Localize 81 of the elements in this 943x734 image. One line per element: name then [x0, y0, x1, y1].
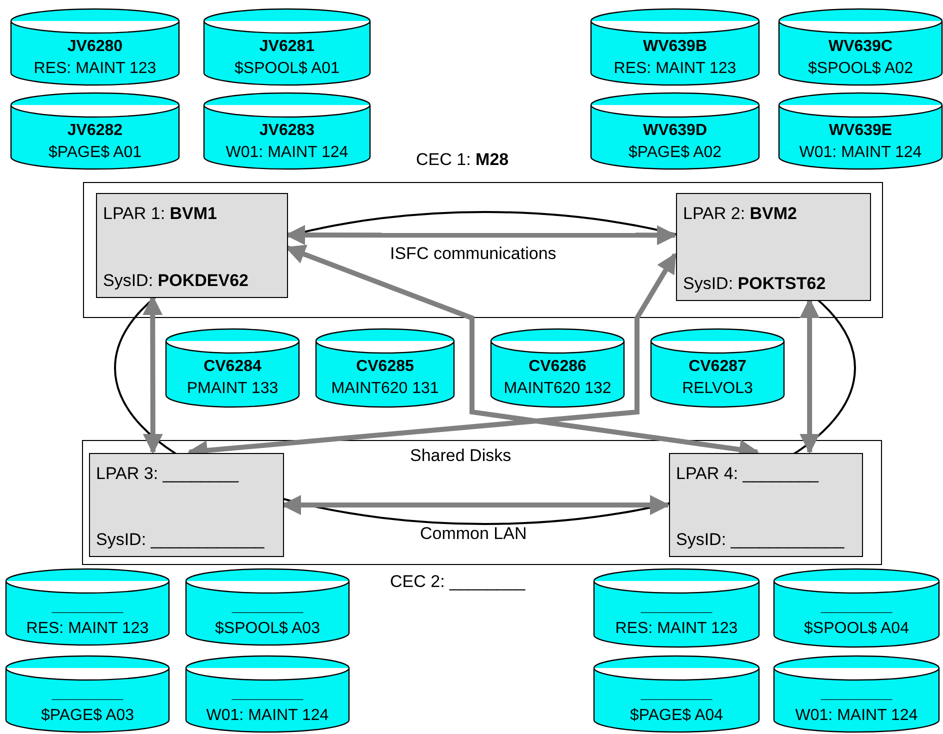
arrow: [285, 225, 677, 246]
volume-label: $PAGE$ A02: [628, 143, 722, 163]
partition-box: [96, 193, 288, 298]
disk-cylinder: [590, 8, 760, 86]
volume-id: WV639D: [642, 121, 708, 141]
volume-id: JV6283: [259, 121, 315, 141]
partition-box: [669, 453, 863, 557]
disk-cylinder: [778, 8, 943, 86]
volume-id: WV639E: [828, 121, 892, 141]
volume-label: W01: MAINT 124: [226, 143, 348, 163]
volume-label: $PAGE$ A01: [48, 143, 142, 163]
volume-id: ________: [52, 597, 124, 617]
volume-label: RES: MAINT 123: [34, 59, 156, 79]
volume-label: RELVOL3: [682, 379, 753, 399]
disk-cylinder: [778, 92, 943, 170]
edge-label: ISFC communications: [390, 244, 556, 264]
volume-id: CV6287: [688, 357, 746, 377]
volume-id: ________: [232, 684, 304, 704]
volume-id: ________: [640, 597, 712, 617]
volume-id: WV639C: [828, 37, 893, 57]
arrow: [800, 298, 820, 454]
disk-cylinder: [203, 8, 371, 86]
system-id: SysID: ____________: [676, 530, 844, 550]
disk-cylinder: [773, 655, 940, 733]
disk-cylinder: [10, 92, 180, 170]
volume-id: CV6285: [356, 357, 414, 377]
partition-name: LPAR 3: ________: [96, 464, 238, 484]
disk-cylinder: [650, 328, 785, 408]
volume-label: $PAGE$ A04: [630, 706, 724, 726]
partition-box: [676, 193, 871, 301]
arrow: [142, 295, 163, 454]
frame-heading: CEC 1: M28: [416, 150, 509, 170]
volume-label: W01: MAINT 124: [795, 706, 918, 726]
volume-label: $PAGE$ A03: [40, 706, 134, 726]
volume-id: ________: [640, 684, 712, 704]
volume-label: PMAINT 133: [186, 379, 278, 399]
volume-label: RES: MAINT 123: [26, 619, 149, 639]
volume-label: $SPOOL$ A04: [804, 619, 909, 639]
disk-cylinder: [10, 8, 180, 86]
volume-id: CV6284: [204, 357, 262, 377]
partition-name: LPAR 1: BVM1: [103, 204, 218, 224]
volume-label: MAINT620 131: [331, 379, 439, 399]
system-id: SysID: POKTST62: [683, 274, 826, 294]
volume-id: JV6281: [259, 37, 315, 57]
disk-cylinder: [5, 655, 170, 733]
volume-label: MAINT620 132: [504, 379, 612, 399]
disk-cylinder: [773, 568, 940, 648]
disk-cylinder: [593, 568, 760, 648]
disk-cylinder: [165, 328, 300, 408]
volume-label: $SPOOL$ A01: [234, 59, 340, 79]
volume-id: WV639B: [642, 37, 708, 57]
partition-box: [89, 453, 284, 557]
disk-cylinder: [5, 568, 170, 646]
volume-label: $SPOOL$ A03: [215, 619, 320, 639]
volume-id: ________: [820, 597, 892, 617]
volume-label: W01: MAINT 124: [799, 143, 922, 163]
disk-cylinder: [185, 568, 350, 646]
system-id: SysID: POKDEV62: [103, 271, 248, 291]
volume-label: W01: MAINT 124: [206, 706, 329, 726]
arrow: [281, 495, 670, 516]
system-id: SysID: ____________: [96, 530, 264, 550]
disk-cylinder: [590, 92, 760, 170]
volume-id: ________: [820, 684, 892, 704]
disk-cylinder: [593, 655, 760, 733]
volume-id: JV6282: [67, 121, 123, 141]
edge-label: Common LAN: [420, 524, 527, 544]
disk-cylinder: [490, 328, 625, 408]
partition-name: LPAR 4: ________: [676, 464, 818, 484]
volume-id: ________: [52, 684, 124, 704]
disk-cylinder: [185, 655, 350, 733]
volume-id: CV6286: [528, 357, 586, 377]
volume-label: $SPOOL$ A02: [808, 59, 913, 79]
volume-id: ________: [232, 597, 304, 617]
disk-cylinder: [315, 328, 455, 408]
text-label: Shared Disks: [410, 446, 512, 466]
disk-cylinder: [203, 92, 371, 170]
volume-label: RES: MAINT 123: [614, 59, 736, 79]
volume-id: JV6280: [67, 37, 123, 57]
frame-heading: CEC 2: ________: [390, 572, 526, 592]
partition-name: LPAR 2: BVM2: [683, 204, 798, 224]
volume-label: RES: MAINT 123: [615, 619, 738, 639]
